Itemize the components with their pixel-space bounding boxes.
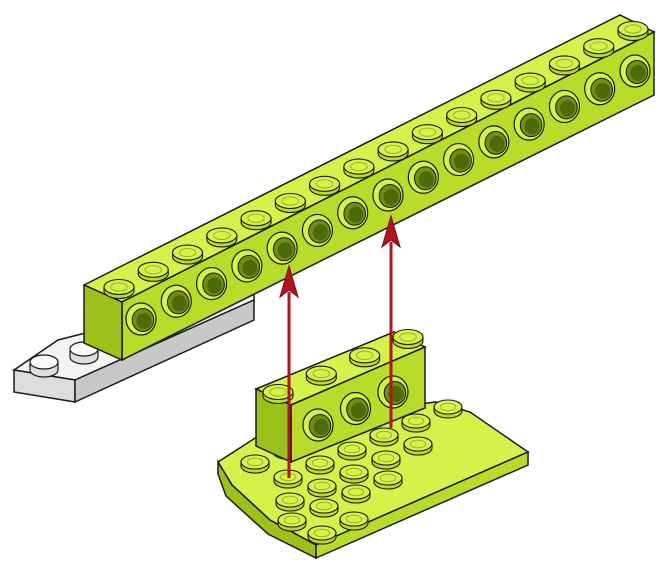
long-beam-stud xyxy=(275,194,305,213)
long-beam-stud xyxy=(378,142,408,161)
short-beam-hole xyxy=(303,409,333,441)
wedge-plate-stud xyxy=(372,451,400,469)
wedge-plate-stud xyxy=(374,471,402,489)
wedge-plate-stud xyxy=(370,428,398,446)
short-beam-stud xyxy=(350,348,380,367)
long-beam-hole xyxy=(338,197,368,229)
wedge-plate-stud xyxy=(308,479,336,497)
long-beam-hole xyxy=(408,161,438,193)
long-beam-hole xyxy=(232,250,262,282)
long-beam-hole xyxy=(197,268,227,300)
wedge-plate-stud xyxy=(308,526,336,544)
long-beam-hole xyxy=(126,303,156,335)
long-beam-stud xyxy=(207,228,237,247)
long-beam-hole xyxy=(479,126,509,158)
long-beam-stud xyxy=(138,262,168,281)
long-beam-stud xyxy=(104,280,134,299)
long-beam-hole xyxy=(267,232,297,264)
wedge-plate-stud xyxy=(342,485,370,503)
long-beam-hole xyxy=(373,179,403,211)
long-beam-hole xyxy=(620,55,650,87)
long-beam-hole xyxy=(161,285,191,317)
wedge-plate-stud xyxy=(434,400,462,418)
long-beam-stud xyxy=(618,22,648,41)
long-beam-holes xyxy=(126,55,650,335)
wedge-plate-stud xyxy=(306,456,334,474)
long-beam-stud xyxy=(241,211,271,230)
wedge-plate-stud xyxy=(241,455,269,473)
long-beam-stud xyxy=(515,73,545,92)
long-beam-hole xyxy=(514,108,544,140)
long-beam-hole xyxy=(302,214,332,246)
wedge-plate-stud xyxy=(338,442,366,460)
wedge-plate-stud xyxy=(340,512,368,530)
long-beam-stud xyxy=(481,90,511,109)
long-beam-hole xyxy=(444,144,474,176)
short-beam-stud xyxy=(306,366,336,385)
short-beam-stud xyxy=(393,330,423,349)
wedge-plate-stud xyxy=(402,414,430,432)
wedge-plate-stud xyxy=(404,437,432,455)
short-beam-hole xyxy=(378,376,408,408)
long-beam-stud xyxy=(584,39,614,58)
long-beam-hole xyxy=(585,73,615,105)
long-beam-hole xyxy=(549,90,579,122)
long-beam-stud xyxy=(447,108,477,127)
short-beam-hole xyxy=(341,393,371,425)
long-beam xyxy=(84,15,654,360)
long-beam-stud xyxy=(310,176,340,195)
long-beam-stud xyxy=(344,159,374,178)
long-beam-stud xyxy=(412,125,442,144)
wedge-plate-stud xyxy=(340,465,368,483)
wedge-plate-stud xyxy=(276,493,304,511)
wedge-plate-stud xyxy=(278,513,306,531)
wedge-plate-stud xyxy=(310,499,338,517)
long-beam-stud xyxy=(549,56,579,75)
long-beam-stud xyxy=(173,245,203,264)
